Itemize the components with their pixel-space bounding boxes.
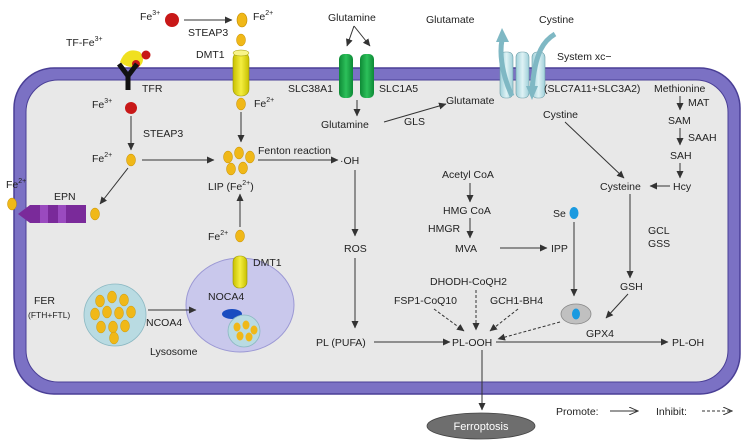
saah-label: SAAH bbox=[688, 132, 717, 144]
hcy-label: Hcy bbox=[673, 181, 692, 193]
ros-label: ROS bbox=[344, 243, 367, 255]
cystine-intracellular-label: Cystine bbox=[543, 109, 578, 121]
fe3-ion-icon bbox=[125, 102, 137, 114]
glutamine-extracellular-label: Glutamine bbox=[328, 12, 376, 24]
ncoa4-label: NCOA4 bbox=[146, 317, 182, 329]
tfr-receptor-icon bbox=[117, 50, 151, 90]
ferroportin-epn-icon bbox=[18, 205, 86, 223]
svg-text:Fe2+: Fe2+ bbox=[254, 97, 274, 110]
svg-text:Fe2+: Fe2+ bbox=[92, 152, 112, 165]
fe2-out-label: Fe bbox=[6, 179, 18, 191]
slc1a5-label: SLC1A5 bbox=[379, 83, 418, 95]
svg-text:Fe2+: Fe2+ bbox=[6, 178, 26, 191]
fe2-ion-icon bbox=[236, 33, 246, 47]
methionine-label: Methionine bbox=[654, 83, 706, 95]
epn-label: EPN bbox=[54, 191, 76, 203]
steap3-top-label: STEAP3 bbox=[188, 27, 228, 39]
fe3-top-label: Fe bbox=[140, 11, 152, 23]
ferroptosis-label: Ferroptosis bbox=[453, 421, 509, 433]
gpx4-label: GPX4 bbox=[586, 328, 614, 340]
pl-pufa-label: PL (PUFA) bbox=[316, 337, 366, 349]
mat-label: MAT bbox=[688, 97, 710, 109]
hmgr-label: HMGR bbox=[428, 223, 460, 235]
fe2-lysosome-label: Fe bbox=[208, 231, 220, 243]
dmt1-top-label: DMT1 bbox=[196, 49, 225, 61]
fe2-ion-icon bbox=[236, 97, 246, 111]
fe2-ion-icon bbox=[7, 197, 17, 211]
cystine-extracellular-label: Cystine bbox=[539, 14, 574, 26]
sah-label: SAH bbox=[670, 150, 692, 162]
fe2-ion-icon bbox=[235, 229, 245, 243]
gcl-label: GCL bbox=[648, 225, 670, 237]
fe2-ion-icon bbox=[236, 12, 248, 28]
noca4-lysosome-label: NOCA4 bbox=[208, 291, 244, 303]
glutamate-intracellular-label: Glutamate bbox=[446, 95, 495, 107]
cysteine-label: Cysteine bbox=[600, 181, 641, 193]
pl-oh-label: PL-OH bbox=[672, 337, 704, 349]
gss-label: GSS bbox=[648, 238, 670, 250]
cystine-import-arrow-icon bbox=[529, 31, 557, 91]
fer-label: FER bbox=[34, 295, 55, 307]
svg-text:Fe2+: Fe2+ bbox=[253, 10, 273, 23]
sam-label: SAM bbox=[668, 115, 691, 127]
hydroxyl-radical-label: ·OH bbox=[340, 155, 359, 167]
fenton-reaction-label: Fenton reaction bbox=[258, 145, 331, 157]
steap3-cell-label: STEAP3 bbox=[143, 128, 183, 140]
tfr-label: TFR bbox=[142, 83, 163, 95]
lip-label: LIP (Fe bbox=[208, 181, 242, 193]
gsh-label: GSH bbox=[620, 281, 643, 293]
fer-subunits-label: (FTH+FTL) bbox=[28, 310, 70, 320]
selenium-ion-icon bbox=[569, 207, 579, 219]
hmg-coa-label: HMG CoA bbox=[443, 205, 491, 217]
mva-label: MVA bbox=[455, 243, 477, 255]
slc38a1-label: SLC38A1 bbox=[288, 83, 333, 95]
pl-ooh-label: PL-OOH bbox=[452, 337, 492, 349]
svg-text:TF-Fe3+: TF-Fe3+ bbox=[66, 36, 103, 49]
dhodh-coqh2-label: DHODH-CoQH2 bbox=[430, 276, 507, 288]
svg-text:Fe3+: Fe3+ bbox=[140, 10, 160, 23]
glutamate-extracellular-label: Glutamate bbox=[426, 14, 475, 26]
dmt1-transporter-icon bbox=[232, 49, 250, 97]
fe3-ion-icon bbox=[165, 13, 179, 27]
fe3-cell-label: Fe bbox=[92, 99, 104, 111]
ipp-label: IPP bbox=[551, 243, 568, 255]
se-label: Se bbox=[553, 208, 566, 220]
tf-fe3-label: TF-Fe bbox=[66, 37, 95, 49]
xc-subunits-label: (SLC7A11+SLC3A2) bbox=[544, 83, 640, 95]
gch1-bh4-label: GCH1-BH4 bbox=[490, 295, 543, 307]
labile-iron-pool-icon bbox=[223, 146, 255, 176]
acetyl-coa-label: Acetyl CoA bbox=[442, 169, 494, 181]
fe2-cell-label: Fe bbox=[92, 153, 104, 165]
fsp1-coq10-label: FSP1-CoQ10 bbox=[394, 295, 457, 307]
fe2-ion-icon bbox=[126, 153, 136, 167]
glutamate-export-arrow-icon bbox=[498, 39, 515, 98]
lysosome-label: Lysosome bbox=[150, 346, 198, 358]
legend-promote-label: Promote: bbox=[556, 406, 599, 418]
glutamine-intracellular-label: Glutamine bbox=[321, 119, 369, 131]
dmt1-lysosome-transporter-icon bbox=[232, 255, 248, 289]
fe2-ion-icon bbox=[90, 207, 100, 221]
svg-text:Fe3+: Fe3+ bbox=[92, 98, 112, 111]
system-xc-label: System xc− bbox=[557, 51, 612, 63]
gls-label: GLS bbox=[404, 116, 425, 128]
slc1a5-transporter-icon bbox=[360, 54, 374, 98]
dmt1-lysosome-label: DMT1 bbox=[253, 257, 282, 269]
slc38a1-transporter-icon bbox=[339, 54, 353, 98]
svg-text:Fe2+: Fe2+ bbox=[208, 230, 228, 243]
legend-inhibit-label: Inhibit: bbox=[656, 406, 687, 418]
svg-text:LIP (Fe2+): LIP (Fe2+) bbox=[208, 180, 254, 193]
ferroptosis-outcome-icon bbox=[426, 412, 536, 440]
